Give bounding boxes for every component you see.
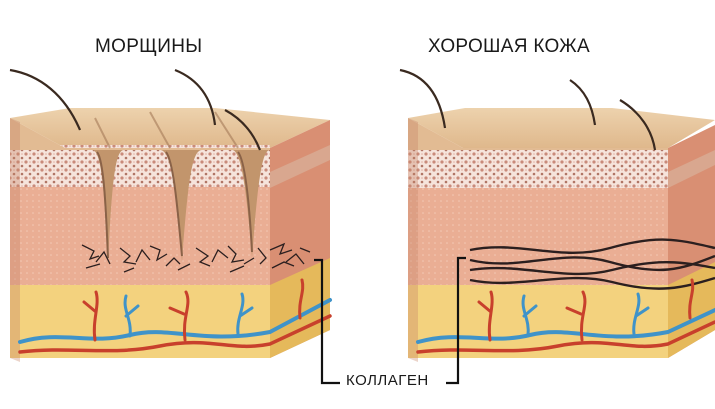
collagen-callout-lines	[314, 256, 466, 385]
collagen-label: КОЛЛАГЕН	[346, 372, 429, 389]
dermis-layer	[10, 187, 270, 285]
healthy-skin-block	[399, 68, 715, 362]
collagen-fragmented	[81, 242, 311, 273]
blood-vessels	[18, 278, 332, 354]
hair-strands	[399, 68, 657, 151]
hair-strands	[9, 68, 262, 151]
wrinkle-groove	[160, 150, 202, 262]
dermis-layer	[408, 188, 668, 285]
wrinkle-groove	[92, 150, 124, 265]
wrinkles-title: МОРЩИНЫ	[95, 36, 203, 57]
collagen-dense	[469, 238, 715, 290]
skin-surface-top	[10, 108, 330, 148]
healthy-skin-title: ХОРОШАЯ КОЖА	[428, 36, 590, 57]
skin-surface-top	[408, 108, 715, 148]
wrinkle-groove	[232, 150, 270, 258]
epidermis-layer	[10, 145, 270, 187]
wrinkled-skin-block	[9, 68, 332, 362]
epidermis-layer	[408, 148, 668, 188]
